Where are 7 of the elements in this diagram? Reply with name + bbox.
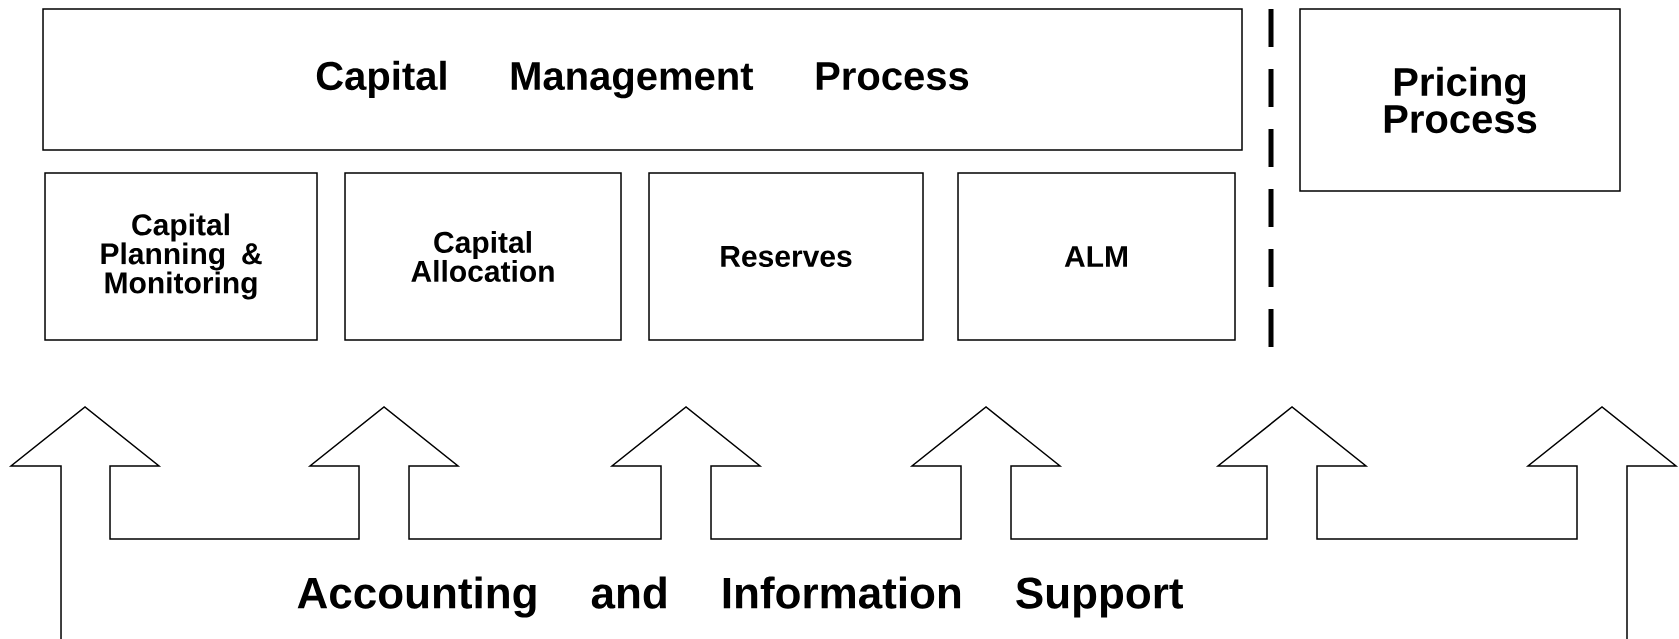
process-box: Capital Allocation [344,172,622,341]
process-box: Pricing Process [1299,8,1621,192]
process-box: Capital Planning & Monitoring [44,172,318,341]
process-box: Reserves [648,172,924,341]
arrow-block: Accounting and Information Support [8,406,1679,639]
process-box: ALM [957,172,1236,341]
process-box: Capital Management Process [42,8,1243,151]
